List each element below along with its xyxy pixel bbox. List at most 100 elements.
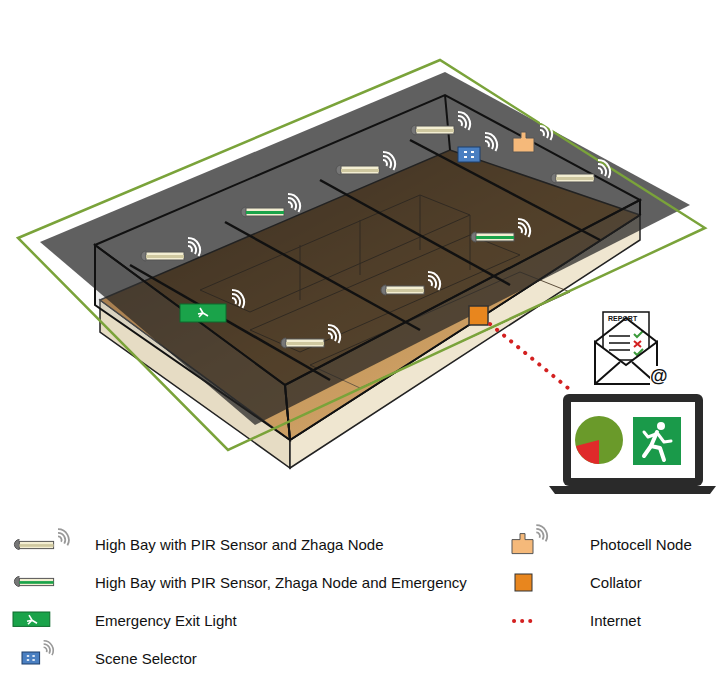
label-text: REPORT	[608, 314, 637, 323]
button	[471, 156, 474, 158]
wifi-arc	[328, 329, 336, 341]
wifi-arc	[540, 126, 548, 138]
pir-sensor	[14, 577, 19, 587]
wifi-arc	[458, 112, 470, 130]
high-bay-body	[341, 166, 379, 174]
legend-text: Scene Selector	[95, 650, 197, 668]
pir-sensor	[381, 285, 386, 295]
pir-sensor	[411, 125, 416, 135]
wifi-arc	[540, 130, 544, 136]
wifi-arc	[598, 168, 602, 174]
wifi-arc	[58, 533, 65, 544]
high-bay-body	[386, 286, 424, 294]
pir-sensor	[336, 165, 341, 175]
wifi-arc	[55, 601, 65, 615]
wifi-arc	[57, 529, 68, 545]
high-bay-band	[246, 211, 284, 214]
internet-link	[490, 324, 568, 388]
wifi-arc	[428, 272, 440, 290]
wifi-arc	[383, 160, 387, 166]
wifi-arc	[518, 223, 526, 235]
scene-selector	[458, 147, 480, 162]
box-corners	[95, 95, 640, 440]
label-text: @	[650, 366, 668, 386]
high-bay-body	[556, 174, 594, 182]
wifi-arc	[188, 246, 192, 252]
internet-sample	[514, 619, 536, 623]
high-bay-body	[286, 339, 324, 347]
pir-sensor	[281, 338, 286, 348]
wifi-arc	[428, 280, 432, 286]
exit-light	[13, 612, 50, 626]
button	[464, 151, 467, 153]
wifi-arc	[58, 529, 69, 545]
high-bay-body	[146, 252, 184, 260]
legend-text: Internet	[590, 612, 641, 630]
fixtures	[141, 112, 610, 348]
wifi-arc	[383, 152, 395, 170]
high-bay-band	[19, 544, 53, 547]
high-bay-band	[341, 169, 379, 172]
button	[32, 655, 34, 657]
button	[471, 151, 474, 153]
wifi-arc	[328, 325, 340, 343]
wifi-arc	[44, 644, 50, 654]
report-envelope	[595, 312, 657, 384]
wifi-arc	[57, 532, 64, 543]
wifi-arc	[232, 298, 236, 304]
legend-text: High Bay with PIR Sensor, Zhaga Node and…	[95, 574, 467, 592]
button	[32, 659, 34, 661]
runner	[198, 308, 208, 317]
laptop	[549, 394, 716, 494]
high-bay-band	[19, 581, 53, 584]
wifi-arc	[458, 116, 466, 128]
wifi-arc	[188, 238, 200, 256]
wifi-arc	[232, 294, 240, 306]
wifi-arc	[540, 122, 552, 140]
wifi-arc	[485, 137, 493, 149]
high-bay-body	[19, 541, 53, 548]
wifi-arc	[55, 607, 58, 612]
wifi-arc	[536, 529, 543, 540]
wifi-arc	[288, 194, 300, 212]
button	[27, 659, 29, 661]
high-bay-band	[146, 255, 184, 258]
wifi-arc	[44, 641, 54, 655]
high-bay-body	[416, 126, 454, 134]
high-bay-band	[476, 236, 514, 239]
photocell-node	[512, 534, 533, 554]
wifi-arc	[485, 141, 489, 147]
legend-text: Photocell Node	[590, 536, 692, 554]
wifi-arc	[383, 156, 391, 168]
button	[27, 655, 29, 657]
collator-icon	[469, 306, 488, 325]
wifi-arc	[428, 276, 436, 288]
roof-plane	[40, 72, 690, 425]
high-bay-band	[416, 129, 454, 132]
pir-sensor	[551, 173, 556, 183]
legend-text: Collator	[590, 574, 642, 592]
button	[464, 156, 467, 158]
wifi-arc	[288, 198, 296, 210]
roof-edge	[95, 95, 640, 385]
wifi-arc	[57, 573, 61, 578]
scene-selector	[22, 652, 40, 664]
high-bay-band	[286, 342, 324, 345]
collator-icon	[515, 574, 532, 591]
legend-text: Emergency Exit Light	[95, 612, 237, 630]
high-bay-band	[386, 289, 424, 292]
wifi-arc	[485, 133, 497, 151]
wifi-arc	[536, 532, 540, 537]
high-bay-body	[476, 233, 514, 241]
wifi-arc	[518, 227, 522, 233]
wifi-arc	[57, 566, 68, 582]
high-bay-body	[246, 208, 284, 216]
wifi-arc	[58, 536, 62, 541]
wifi-arc	[536, 525, 547, 541]
photocell-node	[513, 132, 534, 152]
wifi-arc	[328, 333, 332, 339]
site-outline	[18, 60, 705, 450]
wifi-arc	[458, 120, 462, 126]
wifi-arc	[57, 569, 64, 580]
wifi-arc	[55, 604, 61, 614]
